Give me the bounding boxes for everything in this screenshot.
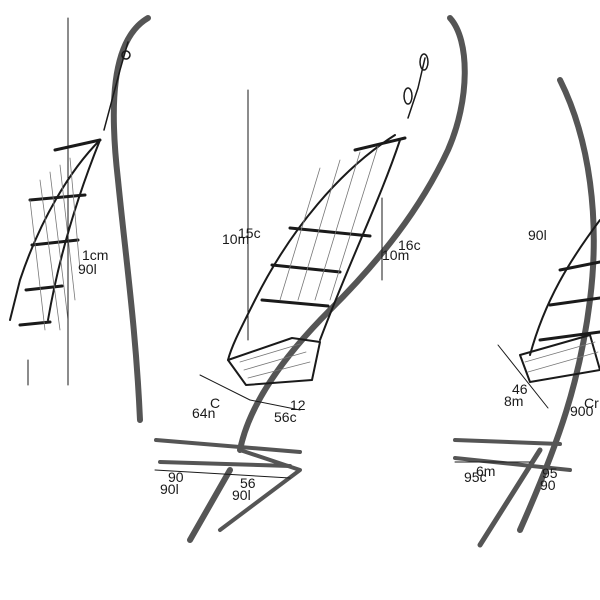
right-base-d: 90 [540, 477, 556, 493]
center-base-right-a: 56 [240, 475, 256, 491]
center-base-front [154, 438, 302, 454]
center-base-dim [154, 469, 291, 479]
center-height-right-bottom: 10m [382, 247, 410, 263]
right-seat [519, 334, 600, 383]
center-seat-depth-dim [199, 374, 251, 401]
right-seat-b: 8m [504, 393, 524, 409]
right-view [453, 77, 600, 548]
center-seat [227, 337, 321, 386]
left-height-label-b: 90l [78, 261, 97, 277]
center-height-label-top: 15c [238, 225, 261, 241]
center-base-rear [218, 448, 302, 532]
right-seat-dim [497, 344, 549, 409]
left-hanging-cord [103, 41, 129, 131]
right-slat-2 [548, 296, 600, 307]
center-hook-ring [419, 53, 429, 71]
left-slat-1 [28, 193, 87, 202]
right-height-label: 90l [528, 227, 547, 243]
center-swivel [403, 87, 413, 105]
left-stand-arc [110, 15, 151, 423]
center-base-left-a: 90 [168, 469, 184, 485]
center-base-side [158, 460, 292, 468]
center-seat-width-b: 56c [274, 409, 297, 425]
center-base-foot [187, 467, 233, 543]
left-height-label-a: 1cm [82, 247, 109, 263]
right-slat-1 [558, 260, 600, 272]
right-base-foot [477, 447, 543, 548]
center-seat-depth-b: 64n [192, 405, 216, 421]
left-slat-4 [18, 320, 52, 327]
left-view [9, 15, 151, 423]
right-base-a: 6m [476, 463, 496, 479]
left-slat-3 [24, 284, 64, 292]
center-hanging-cord [407, 57, 426, 119]
center-seat-width-a: 12 [290, 397, 306, 413]
left-slat-2 [30, 238, 80, 247]
center-seat-depth-a: C [210, 395, 221, 411]
center-slat-1 [288, 226, 372, 238]
right-seat-a: 46 [512, 381, 528, 397]
right-seat-c: Cr [584, 395, 599, 411]
right-base-front [453, 438, 562, 446]
center-base-left-b: 90l [160, 481, 179, 497]
left-chair-front [47, 139, 101, 321]
center-slat-2 [270, 263, 342, 274]
right-seat-d: 900 [570, 403, 594, 419]
right-slat-3 [538, 330, 600, 342]
center-view [154, 15, 468, 543]
right-chair-back [529, 219, 600, 356]
center-stand-arc [237, 15, 468, 453]
left-hook-ring [121, 50, 131, 60]
center-seat-width-dim [249, 399, 301, 411]
right-base-c: 95 [542, 465, 558, 481]
right-base-side [453, 456, 572, 472]
right-base-b: 95c [464, 469, 487, 485]
left-chair-back [9, 139, 101, 321]
left-spreader-bar [53, 138, 102, 152]
center-height-right-top: 16c [398, 237, 421, 253]
center-base-right-b: 90l [232, 487, 251, 503]
center-chair-front [319, 139, 401, 341]
center-height-label-bottom: 10m [222, 231, 250, 247]
center-slat-3 [260, 298, 330, 308]
